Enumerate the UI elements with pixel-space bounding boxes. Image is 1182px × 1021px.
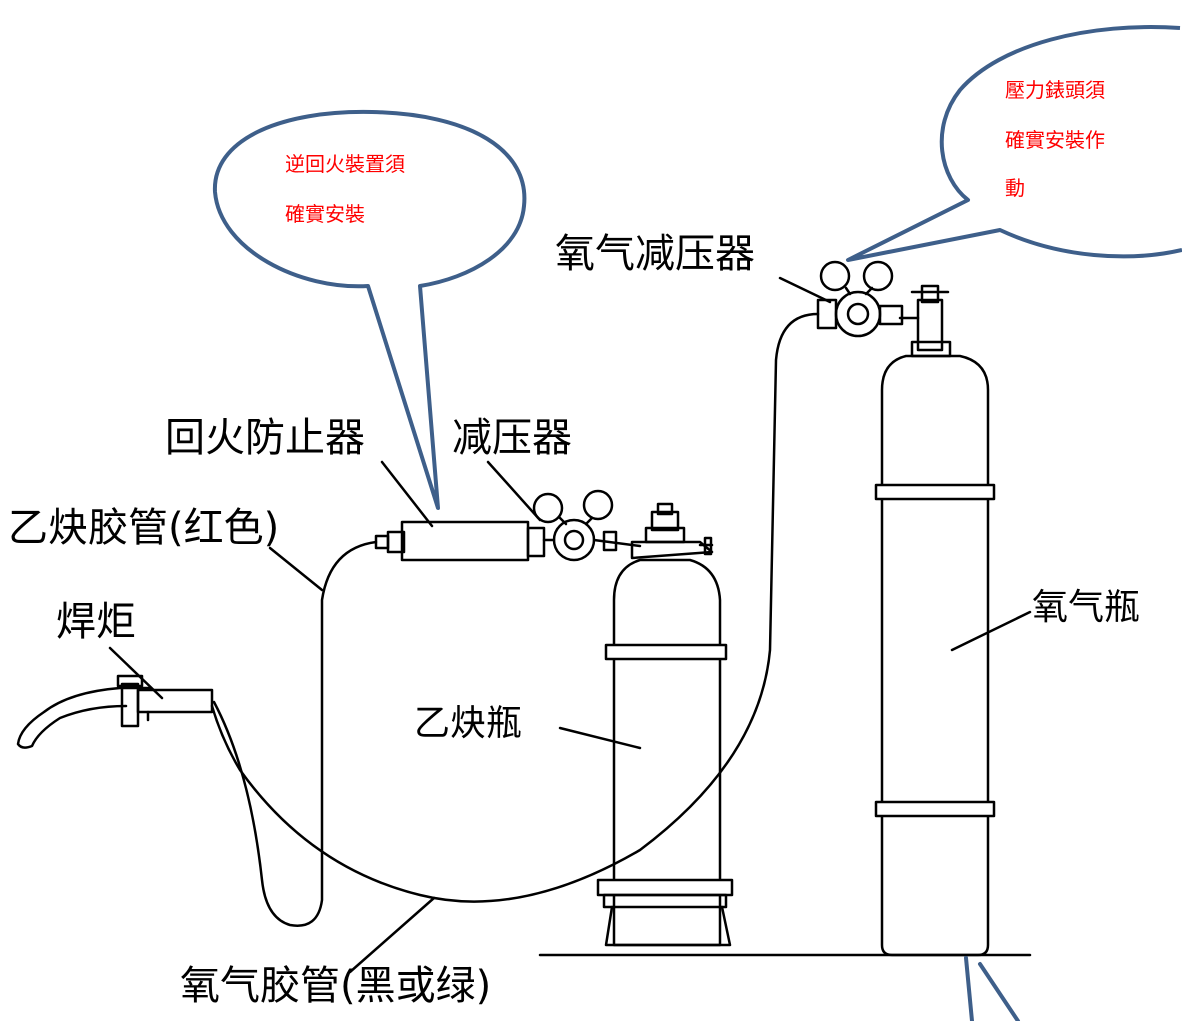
leader-arrestor bbox=[380, 460, 434, 528]
callout-right bbox=[846, 25, 1182, 262]
label-oxygen-regulator: 氧气减压器 bbox=[555, 231, 755, 277]
label-regulator: 减压器 bbox=[452, 415, 572, 461]
label-oxygen-hose: 氧气胶管(黑或绿) bbox=[180, 963, 492, 1009]
oxygen-cylinder-shape bbox=[874, 284, 996, 957]
leader-regulator bbox=[486, 460, 542, 522]
pointer-bottom-right bbox=[964, 956, 1020, 1021]
acetylene-cylinder-shape bbox=[596, 502, 734, 947]
label-flashback-arrestor: 回火防止器 bbox=[165, 415, 365, 461]
leader-oxygen-hose bbox=[348, 896, 436, 974]
acetylene-regulator-shape bbox=[526, 489, 642, 562]
leader-oxygen-regulator bbox=[778, 276, 832, 304]
leader-torch bbox=[108, 646, 164, 700]
label-oxygen-cylinder: 氧气瓶 bbox=[1032, 587, 1141, 628]
label-acetylene-hose: 乙炔胶管(红色) bbox=[8, 505, 280, 551]
leader-acetylene-cylinder bbox=[558, 726, 642, 750]
flashback-arrestor-shape bbox=[374, 520, 530, 562]
callout-right-text-line1: 壓力錶頭須 bbox=[1005, 78, 1105, 102]
callout-left-text-line1: 逆回火裝置須 bbox=[285, 152, 405, 176]
callout-left bbox=[212, 109, 527, 510]
leader-acetylene-hose bbox=[268, 546, 324, 592]
oxygen-regulator-shape bbox=[816, 260, 904, 338]
callout-right-text-line2: 確實安裝作 bbox=[1005, 128, 1105, 152]
oxygen-hose bbox=[210, 312, 820, 903]
label-acetylene-cylinder: 乙炔瓶 bbox=[414, 703, 523, 744]
leader-oxygen-cylinder bbox=[950, 610, 1032, 652]
torch-shape bbox=[16, 674, 214, 749]
callout-left-text-line2: 確實安裝 bbox=[285, 202, 365, 226]
acetylene-hose bbox=[212, 540, 378, 927]
label-torch: 焊炬 bbox=[56, 599, 136, 645]
callout-right-text-line3: 動 bbox=[1005, 176, 1025, 200]
